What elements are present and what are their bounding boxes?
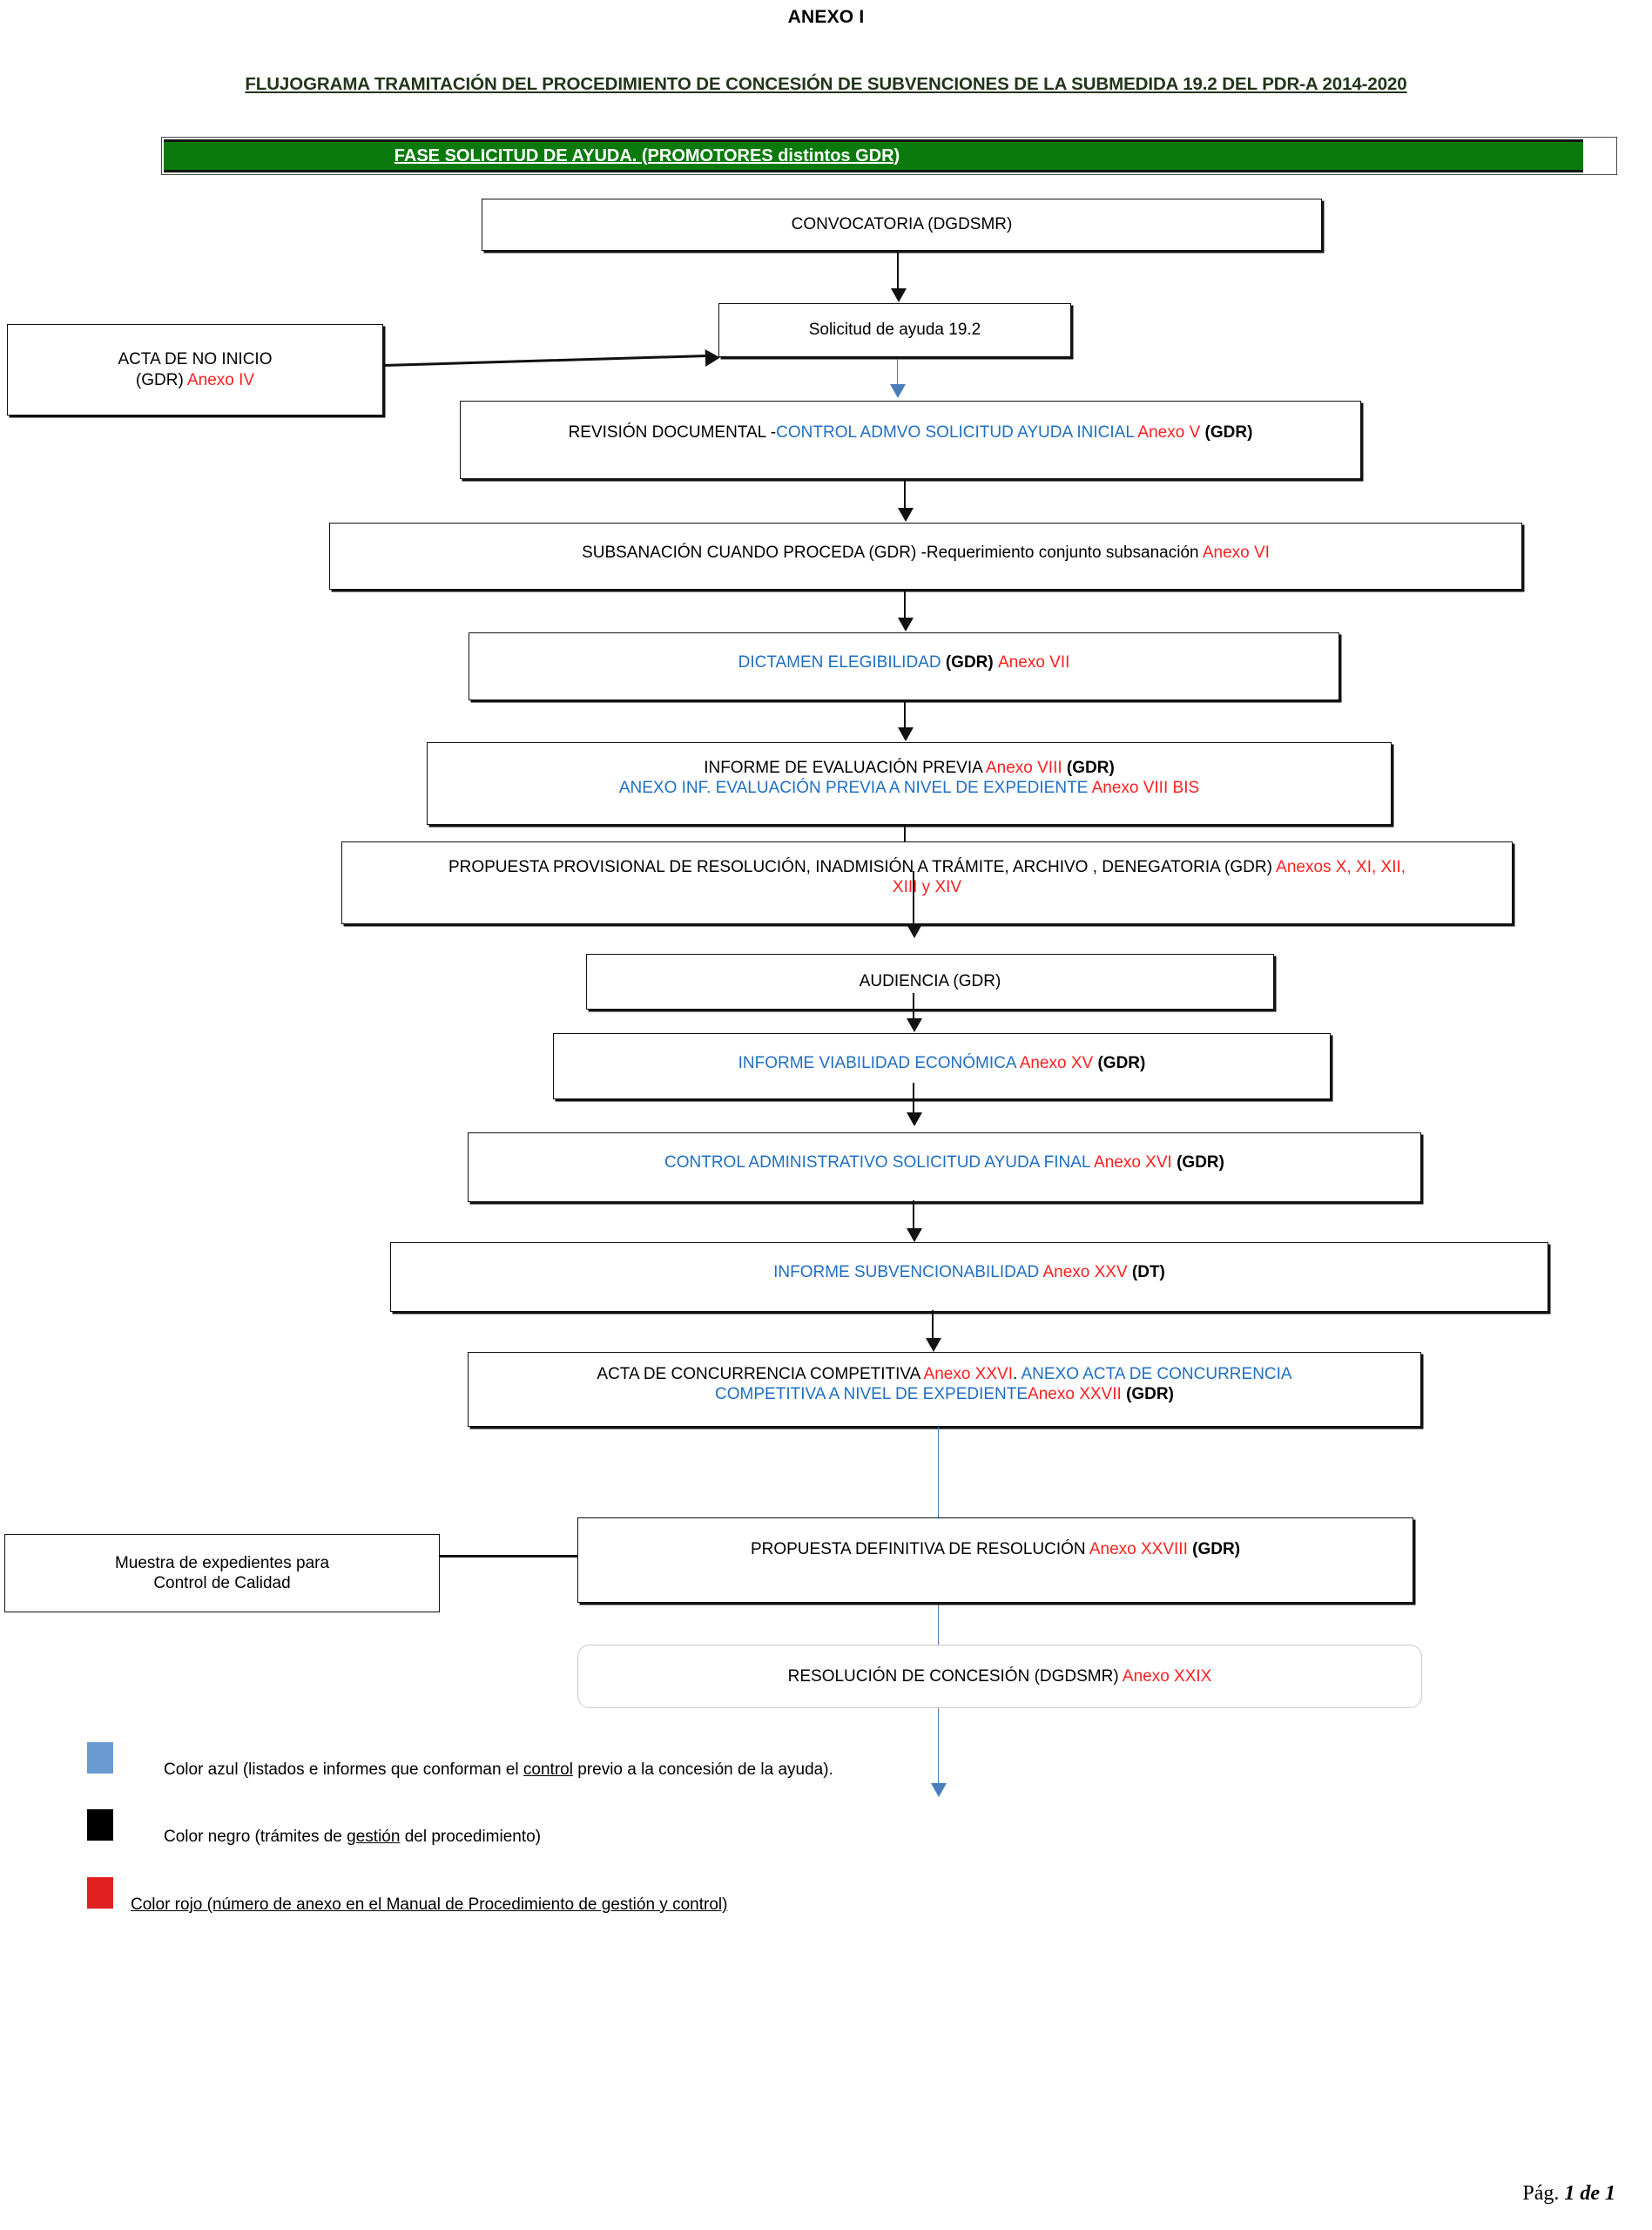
node-acta-concurrencia: ACTA DE CONCURRENCIA COMPETITIVA Anexo X… (468, 1352, 1421, 1427)
node-informe-evaluacion-line1: INFORME DE EVALUACIÓN PREVIA Anexo VIII … (704, 759, 1115, 777)
arrow-audiencia-to-viabilidad (907, 993, 923, 1032)
node-propuesta-provisional: PROPUESTA PROVISIONAL DE RESOLUCIÓN, INA… (341, 841, 1513, 924)
node-dictamen-elegibilidad: DICTAMEN ELEGIBILIDAD (GDR) Anexo VII (469, 632, 1339, 700)
node-informe-evaluacion-previa: INFORME DE EVALUACIÓN PREVIA Anexo VIII … (427, 742, 1392, 825)
node-solicitud-ayuda-label: Solicitud de ayuda 19.2 (808, 321, 981, 340)
node-informe-viabilidad: INFORME VIABILIDAD ECONÓMICA Anexo XV (G… (553, 1033, 1331, 1099)
node-acta-no-inicio: ACTA DE NO INICIO (GDR) Anexo IV (7, 324, 383, 416)
node-informe-subvencionabilidad: INFORME SUBVENCIONABILIDAD Anexo XXV (DT… (390, 1242, 1548, 1312)
arrow-dictamen-to-evaluacion (898, 700, 914, 741)
node-convocatoria-label: CONVOCATORIA (DGDSMR) (791, 215, 1013, 234)
legend-black-text: Color negro (trámites de gestión del pro… (164, 1828, 542, 1846)
flowchart-title: FLUJOGRAMA TRAMITACIÓN DEL PROCEDIMIENTO… (245, 74, 1407, 94)
node-revision-documental-label: REVISIÓN DOCUMENTAL -CONTROL ADMVO SOLIC… (568, 423, 1253, 442)
phase-banner-label: FASE SOLICITUD DE AYUDA. (PROMOTORES dis… (394, 145, 900, 166)
node-acta-no-inicio-line2: (GDR) Anexo IV (135, 370, 255, 389)
legend-blue-text: Color azul (listados e informes que conf… (164, 1760, 833, 1779)
node-acta-no-inicio-line1: ACTA DE NO INICIO (118, 350, 273, 369)
arrow-acta-to-propuesta-definitiva (931, 1427, 947, 1797)
node-solicitud-ayuda: Solicitud de ayuda 19.2 (718, 303, 1071, 357)
node-informe-evaluacion-line2: ANEXO INF. EVALUACIÓN PREVIA A NIVEL DE … (618, 779, 1200, 798)
node-convocatoria: CONVOCATORIA (DGDSMR) (482, 199, 1322, 251)
node-muestra-expedientes: Muestra de expedientes para Control de C… (4, 1534, 440, 1612)
node-informe-viabilidad-label: INFORME VIABILIDAD ECONÓMICA Anexo XV (G… (738, 1054, 1146, 1072)
arrow-solicitud-to-revision (890, 359, 906, 398)
node-propuesta-provisional-line2: XIII y XIV (892, 878, 962, 897)
footer-page-number: 1 de 1 (1564, 2182, 1615, 2205)
node-propuesta-definitiva-label: PROPUESTA DEFINITIVA DE RESOLUCIÓN Anexo… (750, 1540, 1241, 1558)
node-acta-concurrencia-line1: ACTA DE CONCURRENCIA COMPETITIVA Anexo X… (597, 1365, 1292, 1383)
node-subsanacion-label: SUBSANACIÓN CUANDO PROCEDA (GDR) -Requer… (582, 544, 1270, 562)
node-control-administrativo-final: CONTROL ADMINISTRATIVO SOLICITUD AYUDA F… (468, 1132, 1421, 1202)
node-propuesta-provisional-line1: PROPUESTA PROVISIONAL DE RESOLUCIÓN, INA… (448, 858, 1406, 876)
node-propuesta-definitiva: PROPUESTA DEFINITIVA DE RESOLUCIÓN Anexo… (577, 1517, 1413, 1603)
node-audiencia: AUDIENCIA (GDR) (586, 954, 1274, 1010)
arrow-revision-to-subsanacion (898, 479, 914, 522)
legend-blue-swatch (87, 1742, 113, 1774)
legend-black-swatch (87, 1809, 113, 1841)
arrow-propuesta-to-audiencia (907, 871, 923, 938)
node-audiencia-label: AUDIENCIA (GDR) (859, 972, 1001, 991)
node-resolucion-concesion: RESOLUCIÓN DE CONCESIÓN (DGDSMR) Anexo X… (577, 1645, 1422, 1708)
arrow-subvencionabilidad-to-acta-concurrencia (926, 1310, 942, 1352)
node-informe-subvencionabilidad-label: INFORME SUBVENCIONABILIDAD Anexo XXV (DT… (773, 1263, 1165, 1281)
arrow-convocatoria-to-solicitud (891, 253, 907, 302)
node-muestra-line2: Control de Calidad (153, 1574, 291, 1592)
footer-label: Pág. (1522, 2182, 1565, 2205)
node-control-administrativo-final-label: CONTROL ADMINISTRATIVO SOLICITUD AYUDA F… (664, 1153, 1224, 1172)
node-resolucion-concesion-label: RESOLUCIÓN DE CONCESIÓN (DGDSMR) Anexo X… (787, 1666, 1212, 1686)
anexo-title: ANEXO I (787, 7, 865, 27)
arrow-acta-to-solicitud (382, 354, 707, 367)
phase-banner: FASE SOLICITUD DE AYUDA. (PROMOTORES dis… (164, 139, 1583, 172)
arrow-subsanacion-to-dictamen (898, 590, 914, 632)
arrow-viabilidad-to-control-final (907, 1083, 923, 1126)
node-muestra-line1: Muestra de expedientes para (114, 1553, 330, 1572)
node-revision-documental: REVISIÓN DOCUMENTAL -CONTROL ADMVO SOLIC… (460, 401, 1361, 479)
arrow-control-final-to-subvencionabilidad (907, 1200, 923, 1242)
legend-red-swatch (87, 1877, 113, 1909)
node-dictamen-elegibilidad-label: DICTAMEN ELEGIBILIDAD (GDR) Anexo VII (738, 653, 1070, 672)
node-subsanacion: SUBSANACIÓN CUANDO PROCEDA (GDR) -Requer… (329, 523, 1522, 590)
legend-red-text: Color rojo (número de anexo en el Manual… (131, 1896, 728, 1914)
node-acta-concurrencia-line2: COMPETITIVA A NIVEL DE EXPEDIENTEAnexo X… (715, 1385, 1174, 1404)
page-footer: Pág. 1 de 1 (1522, 2182, 1615, 2206)
